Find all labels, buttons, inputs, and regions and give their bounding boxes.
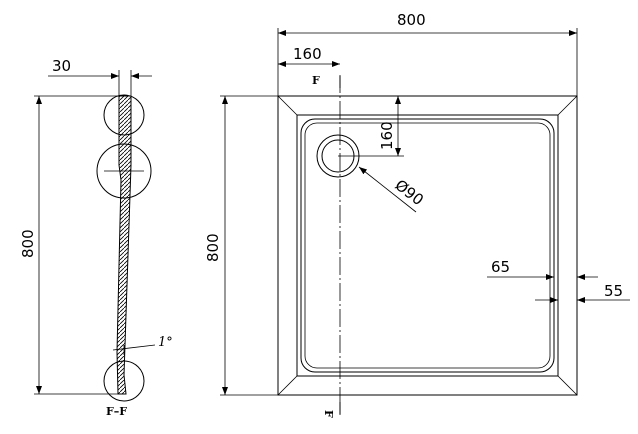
- inner-rim-dimension: 65: [491, 258, 510, 276]
- section-mark-top: F: [312, 74, 320, 87]
- tray-outer-edge: [277, 95, 578, 396]
- detail-circle-bottom: [103, 360, 145, 402]
- section-label: F–F: [106, 405, 127, 418]
- outer-rim-dimension: 55: [604, 282, 623, 300]
- side-view: 30 800 1° F–F: [19, 57, 173, 418]
- drain-diameter-dimension: Ø90: [392, 176, 427, 209]
- detail-circle-middle: [96, 143, 152, 199]
- section-mark-bottom: F: [322, 410, 335, 418]
- plan-height-dimension: 800: [204, 233, 222, 262]
- thickness-dimension: 30: [52, 57, 71, 75]
- tray-rim: [296, 114, 559, 377]
- side-height-dimension: 800: [19, 229, 37, 258]
- plan-width-dimension: 800: [397, 11, 426, 29]
- tray-basin: [300, 118, 555, 373]
- slope-dimension: 1°: [158, 335, 173, 350]
- drain-offset-y-dimension: 160: [378, 121, 396, 150]
- tray-section-profile: [116, 95, 132, 395]
- drain-offset-x-dimension: 160: [293, 45, 322, 63]
- detail-circle-top: [103, 94, 145, 136]
- plan-view: F F 800 160 800 160 Ø90 65: [204, 11, 630, 418]
- tray-basin-inner: [304, 122, 551, 369]
